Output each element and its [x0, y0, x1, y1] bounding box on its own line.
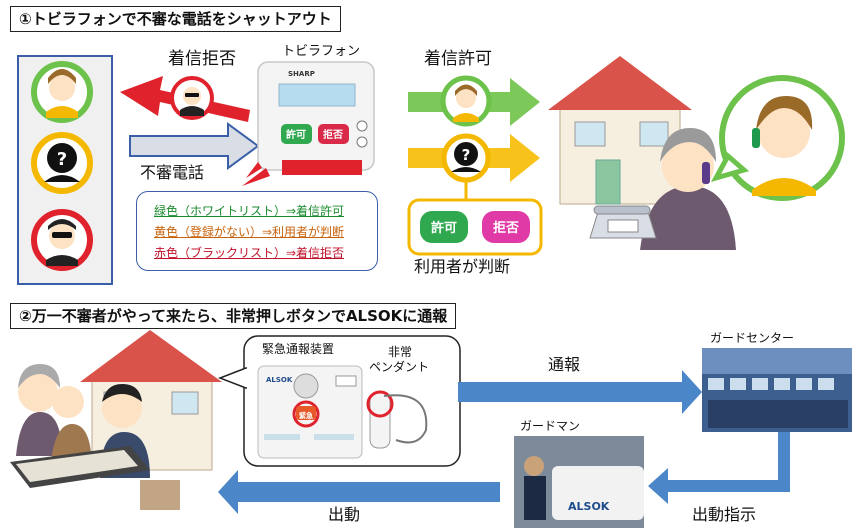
allow-button-text: 許可 [286, 128, 306, 141]
elderly-woman-icon [640, 128, 736, 250]
allow-label: 着信許可 [424, 49, 492, 69]
decision-allow-text: 許可 [431, 220, 457, 236]
caller-status-panel [17, 55, 113, 285]
device2-button-text: 緊急 [299, 411, 313, 420]
section2-title: ②万一不審者がやって来たら、非常押しボタンでALSOKに通報 [10, 303, 457, 329]
tobiraphone-device [242, 61, 375, 186]
guardman-label: ガードマン [520, 419, 581, 433]
guard-center-photo [702, 348, 852, 432]
device2-brand: ALSOK [266, 376, 293, 384]
pendant-label-2: ペンダント [369, 360, 430, 374]
visit-scene [10, 330, 222, 510]
report-label: 通報 [548, 355, 581, 374]
suspicious-call-arrow [129, 122, 260, 170]
van-brand: ALSOK [568, 500, 610, 513]
legend-green: 緑色（ホワイトリスト）⇒着信許可 [154, 204, 345, 218]
device-brand: SHARP [288, 70, 315, 78]
telephone-icon [589, 205, 657, 239]
device-label: トビラフォン [282, 44, 361, 59]
speech-bubble-user [710, 75, 845, 201]
pendant-icon [366, 390, 428, 449]
unknown-symbol-right: ? [462, 146, 471, 164]
guard-center-label: ガードセンター [710, 331, 795, 345]
decision-reject-text: 拒否 [493, 220, 519, 236]
dispatch-label: 出動 [328, 505, 361, 524]
reject-label: 着信拒否 [168, 49, 236, 69]
legend-yellow: 黄色（登録がない）⇒利用者が判断 [154, 225, 345, 239]
legend-box [136, 191, 378, 271]
reject-arrow [120, 76, 250, 122]
house-icon [548, 56, 692, 205]
report-arrow [458, 370, 702, 414]
section1-title: ①トビラフォンで不審な電話をシャットアウト [10, 6, 341, 32]
pendant-label-1: 非常 [388, 345, 413, 359]
legend-red: 赤色（ブラックリスト）⇒着信拒否 [154, 246, 345, 260]
emergency-device-bubble [217, 335, 461, 467]
emergency-device [257, 365, 363, 459]
reject-button-text: 拒否 [323, 128, 343, 141]
device2-label: 緊急通報装置 [262, 342, 335, 356]
decide-arrow [408, 133, 540, 183]
allow-arrow [408, 75, 540, 127]
user-decides-label: 利用者が判断 [414, 257, 511, 276]
suspicious-call-label: 不審電話 [140, 163, 205, 182]
user-decision-box [407, 182, 543, 256]
guardman-photo [514, 436, 644, 528]
dispatch-order-arrow [648, 432, 790, 504]
dispatch-order-label: 出動指示 [692, 505, 757, 524]
